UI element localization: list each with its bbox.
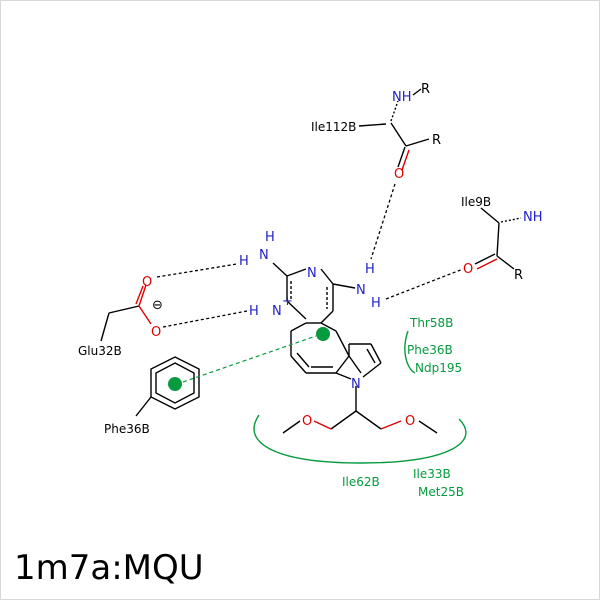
ile9b-label: Ile9B (461, 195, 491, 209)
ligand-n-ring-left: N (272, 304, 282, 319)
ile62b-label: Ile62B (342, 475, 380, 489)
ligand-n-amine-left: N (259, 248, 269, 263)
ligand-o-right: O (405, 414, 415, 429)
ligand-h-amine-right-top: H (365, 262, 375, 277)
ligand-core: N H H N N + H N H H N O O (239, 230, 438, 434)
ligand-h-amine-left: H (239, 254, 249, 269)
glu32b-charge: ⊖ (152, 298, 163, 313)
hbond-ile9b (385, 268, 464, 300)
residue-ile9b: Ile9B NH R O (461, 195, 543, 283)
hbond-glu32b-top (156, 263, 238, 278)
ile9b-o: O (463, 262, 473, 277)
ligand-n-amine-right: N (356, 283, 366, 298)
hydrogen-bonds (156, 183, 464, 328)
ligand-h-ring: H (249, 304, 259, 319)
ile112b-label: Ile112B (311, 120, 356, 134)
residue-ile112b: Ile112B NH R R O (311, 82, 441, 182)
glu32b-o-top: O (142, 275, 152, 290)
ligand-h-amine-right: H (371, 296, 381, 311)
met25b-label: Met25B (418, 485, 464, 499)
hbond-ile112b (370, 183, 396, 260)
ile112b-o: O (394, 167, 404, 182)
ligand-n-ring-top: N (307, 266, 317, 281)
ligand-n-pyrrole: N (351, 377, 361, 392)
residue-glu32b: Glu32B O O ⊖ (78, 275, 163, 358)
ile112b-nh: NH (392, 90, 412, 105)
ligand-n-plus: + (282, 294, 293, 309)
page-title: 1m7a:MQU (14, 548, 204, 588)
ligand-h-amine-left-top: H (265, 230, 275, 245)
residue-phe36b-ring: Phe36B (104, 356, 200, 436)
glu32b-o-bottom: O (151, 325, 161, 340)
ile112b-r-top: R (421, 82, 430, 97)
hydrophobic-arc-right (404, 330, 416, 374)
phe36b-contact-label: Phe36B (407, 343, 453, 357)
ligand-ring-centroid (316, 327, 330, 341)
ndp195-label: Ndp195 (415, 361, 462, 375)
hbond-glu32b-bottom (162, 310, 248, 328)
ile9b-nh: NH (523, 210, 543, 225)
ligand-o-left: O (302, 414, 312, 429)
ile112b-r-right: R (432, 133, 441, 148)
phe36b-ring-label: Phe36B (104, 422, 150, 436)
ile9b-r: R (514, 268, 523, 283)
pi-stacking-line (182, 335, 317, 383)
phe36b-ring-centroid (168, 377, 182, 391)
hydrophobic-contacts: Thr58B Phe36B Ndp195 Ile33B Met25B Ile62… (253, 316, 467, 499)
thr58b-label: Thr58B (409, 316, 453, 330)
hydrophobic-arc-bottom (253, 414, 467, 464)
ile33b-label: Ile33B (413, 467, 451, 481)
glu32b-label: Glu32B (78, 344, 122, 358)
